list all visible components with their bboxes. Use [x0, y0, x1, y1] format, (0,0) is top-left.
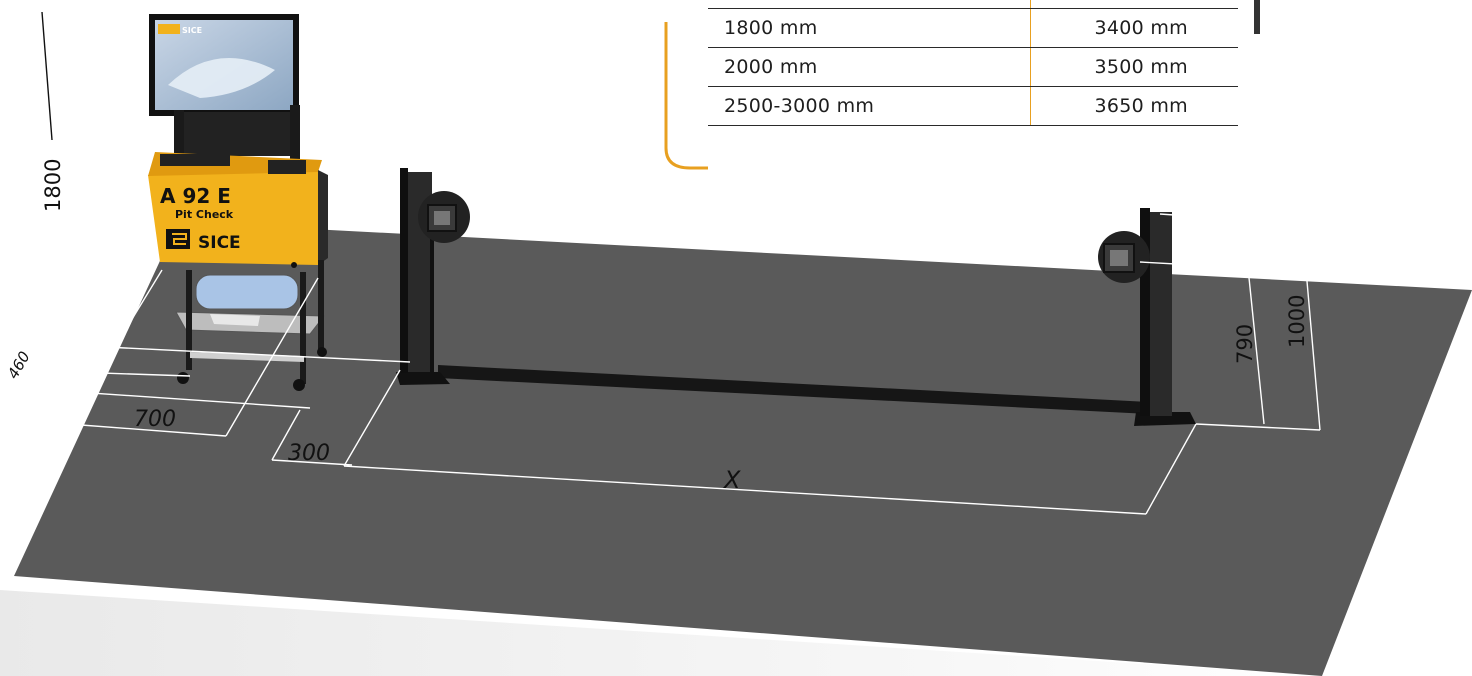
dim-790: 790: [1233, 324, 1257, 364]
x-value-cell: 3500 mm: [1030, 47, 1238, 87]
distance-cell: 1800 mm: [708, 8, 1031, 48]
rail: [438, 365, 1150, 414]
dim-1800: 1800: [41, 159, 65, 212]
dim-x: X: [722, 466, 741, 494]
distance-cell: 2500-3000 mm: [708, 86, 1031, 126]
dimension-line-console-height: [41, 11, 53, 141]
dim-460: 460: [4, 348, 34, 382]
console-cart: SICE A 92 E Pit Check SICE: [148, 14, 328, 391]
subtitle-label: Pit Check: [175, 208, 234, 221]
model-label: A 92 E: [160, 184, 231, 208]
printer-roll: [195, 274, 299, 310]
dim-700: 700: [134, 407, 176, 432]
table-row: 2500-3000 mm 3650 mm: [708, 86, 1238, 126]
floor: [14, 222, 1472, 676]
table-row: 2000 mm 3500 mm: [708, 47, 1238, 87]
dim-1000: 1000: [1285, 295, 1309, 348]
ground-shadow: [0, 590, 1330, 676]
x-value-cell: 3650 mm: [1030, 86, 1238, 126]
screen-brand: SICE: [182, 26, 202, 35]
corner-bar: [1254, 0, 1260, 34]
console-body: [148, 170, 318, 265]
distance-cell: 2000 mm: [708, 47, 1031, 87]
table-row: 1800 mm 3400 mm: [708, 8, 1238, 48]
dim-300: 300: [288, 441, 330, 466]
distance-table: 1800 mm 3400 mm 2000 mm 3500 mm 2500-300…: [708, 0, 1238, 126]
accent-bracket: [664, 22, 708, 170]
x-value-cell: 3400 mm: [1030, 8, 1238, 48]
left-camera-post: [396, 168, 470, 385]
dimension-lines: [17, 11, 1321, 515]
table-header-rule: [708, 0, 1238, 9]
brand-label: SICE: [198, 233, 241, 253]
